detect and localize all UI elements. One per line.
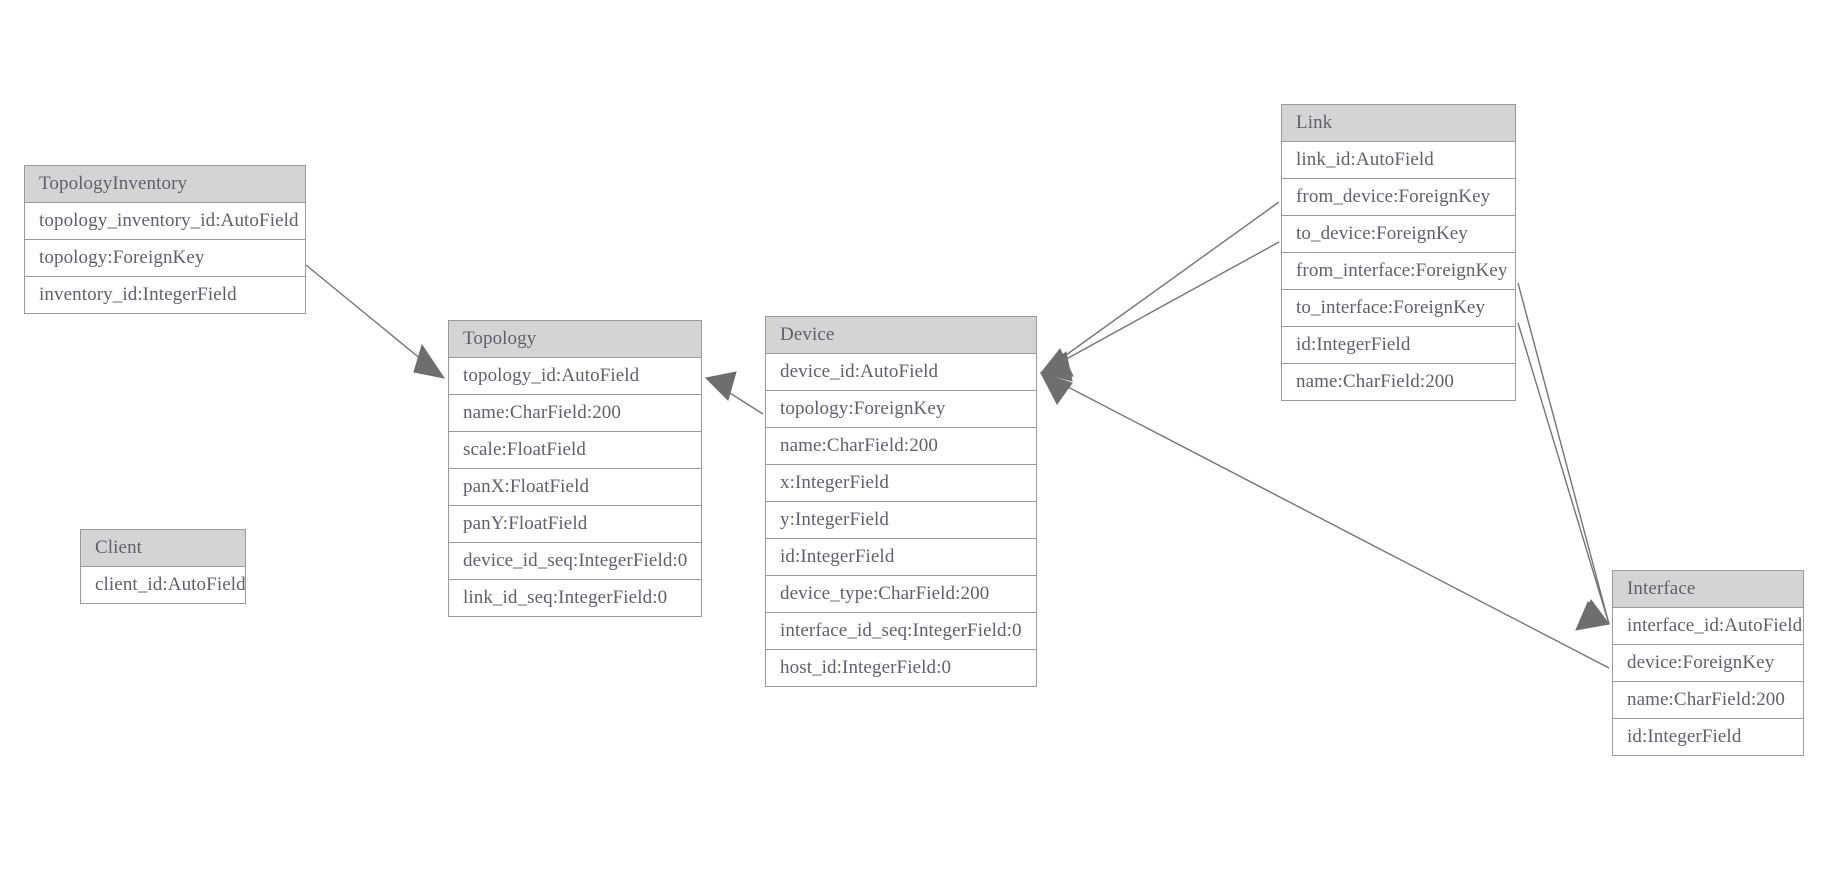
field-row[interactable]: device_id_seq:IntegerField:0 (449, 542, 701, 579)
field-row[interactable]: to_device:ForeignKey (1282, 215, 1515, 252)
entity-title-topology: Topology (449, 321, 701, 358)
field-row[interactable]: topology_inventory_id:AutoField (25, 203, 305, 239)
field-row[interactable]: inventory_id:IntegerField (25, 276, 305, 313)
field-row[interactable]: from_interface:ForeignKey (1282, 252, 1515, 289)
relationship-arrowhead-icon (1039, 351, 1073, 382)
field-row[interactable]: topology:ForeignKey (766, 390, 1036, 427)
field-row[interactable]: x:IntegerField (766, 464, 1036, 501)
field-row[interactable]: name:CharField:200 (766, 427, 1036, 464)
field-row[interactable]: scale:FloatField (449, 431, 701, 468)
field-row[interactable]: link_id:AutoField (1282, 142, 1515, 178)
field-row[interactable]: topology_id:AutoField (449, 358, 701, 394)
field-row[interactable]: device_type:CharField:200 (766, 575, 1036, 612)
rel-link-from-interface (1517, 282, 1610, 629)
entity-title-link: Link (1282, 105, 1515, 142)
field-row[interactable]: id:IntegerField (766, 538, 1036, 575)
relationship-line (1040, 372, 1610, 669)
entity-title-interface: Interface (1613, 571, 1803, 608)
field-row[interactable]: name:CharField:200 (449, 394, 701, 431)
relationship-arrowhead-icon (704, 371, 737, 401)
field-row[interactable]: interface_id_seq:IntegerField:0 (766, 612, 1036, 649)
rel-link-to-interface (1517, 322, 1611, 631)
relationship-line (705, 377, 764, 415)
field-row[interactable]: topology:ForeignKey (25, 239, 305, 276)
field-row[interactable]: name:CharField:200 (1282, 363, 1515, 400)
field-row[interactable]: y:IntegerField (766, 501, 1036, 538)
relationship-arrowhead-icon (1040, 348, 1074, 377)
entity-title-topology_inventory: TopologyInventory (25, 166, 305, 203)
rel-interface-device (1039, 372, 1610, 669)
field-row[interactable]: id:IntegerField (1613, 718, 1803, 755)
entity-fields-client: client_id:AutoField (81, 567, 246, 603)
rel-link-to-device (1040, 241, 1280, 377)
relationship-line (305, 264, 445, 379)
relationship-line (1040, 241, 1280, 374)
field-row[interactable]: panX:FloatField (449, 468, 701, 505)
field-row[interactable]: from_device:ForeignKey (1282, 178, 1515, 215)
field-row[interactable]: device:ForeignKey (1613, 644, 1803, 681)
relationship-arrowhead-icon (413, 343, 446, 379)
relationship-line (1040, 201, 1280, 374)
relationship-arrowhead-icon (1577, 599, 1610, 629)
entity-title-client: Client (81, 530, 245, 567)
relationship-arrowhead-icon (1575, 601, 1611, 631)
relationship-arrowhead-icon (1039, 372, 1073, 405)
relationship-line (1517, 322, 1610, 625)
field-row[interactable]: interface_id:AutoField (1613, 608, 1803, 644)
relationship-line (1517, 282, 1610, 625)
field-row[interactable]: client_id:AutoField (81, 567, 246, 603)
field-row[interactable]: id:IntegerField (1282, 326, 1515, 363)
rel-topologyinventory-topology (305, 264, 446, 379)
field-row[interactable]: to_interface:ForeignKey (1282, 289, 1515, 326)
field-row[interactable]: link_id_seq:IntegerField:0 (449, 579, 701, 616)
field-row[interactable]: panY:FloatField (449, 505, 701, 542)
field-row[interactable]: name:CharField:200 (1613, 681, 1803, 718)
rel-device-topology (704, 371, 764, 415)
rel-link-from-device (1039, 201, 1280, 382)
field-row[interactable]: device_id:AutoField (766, 354, 1036, 390)
field-row[interactable]: host_id:IntegerField:0 (766, 649, 1036, 686)
entity-title-device: Device (766, 317, 1036, 354)
